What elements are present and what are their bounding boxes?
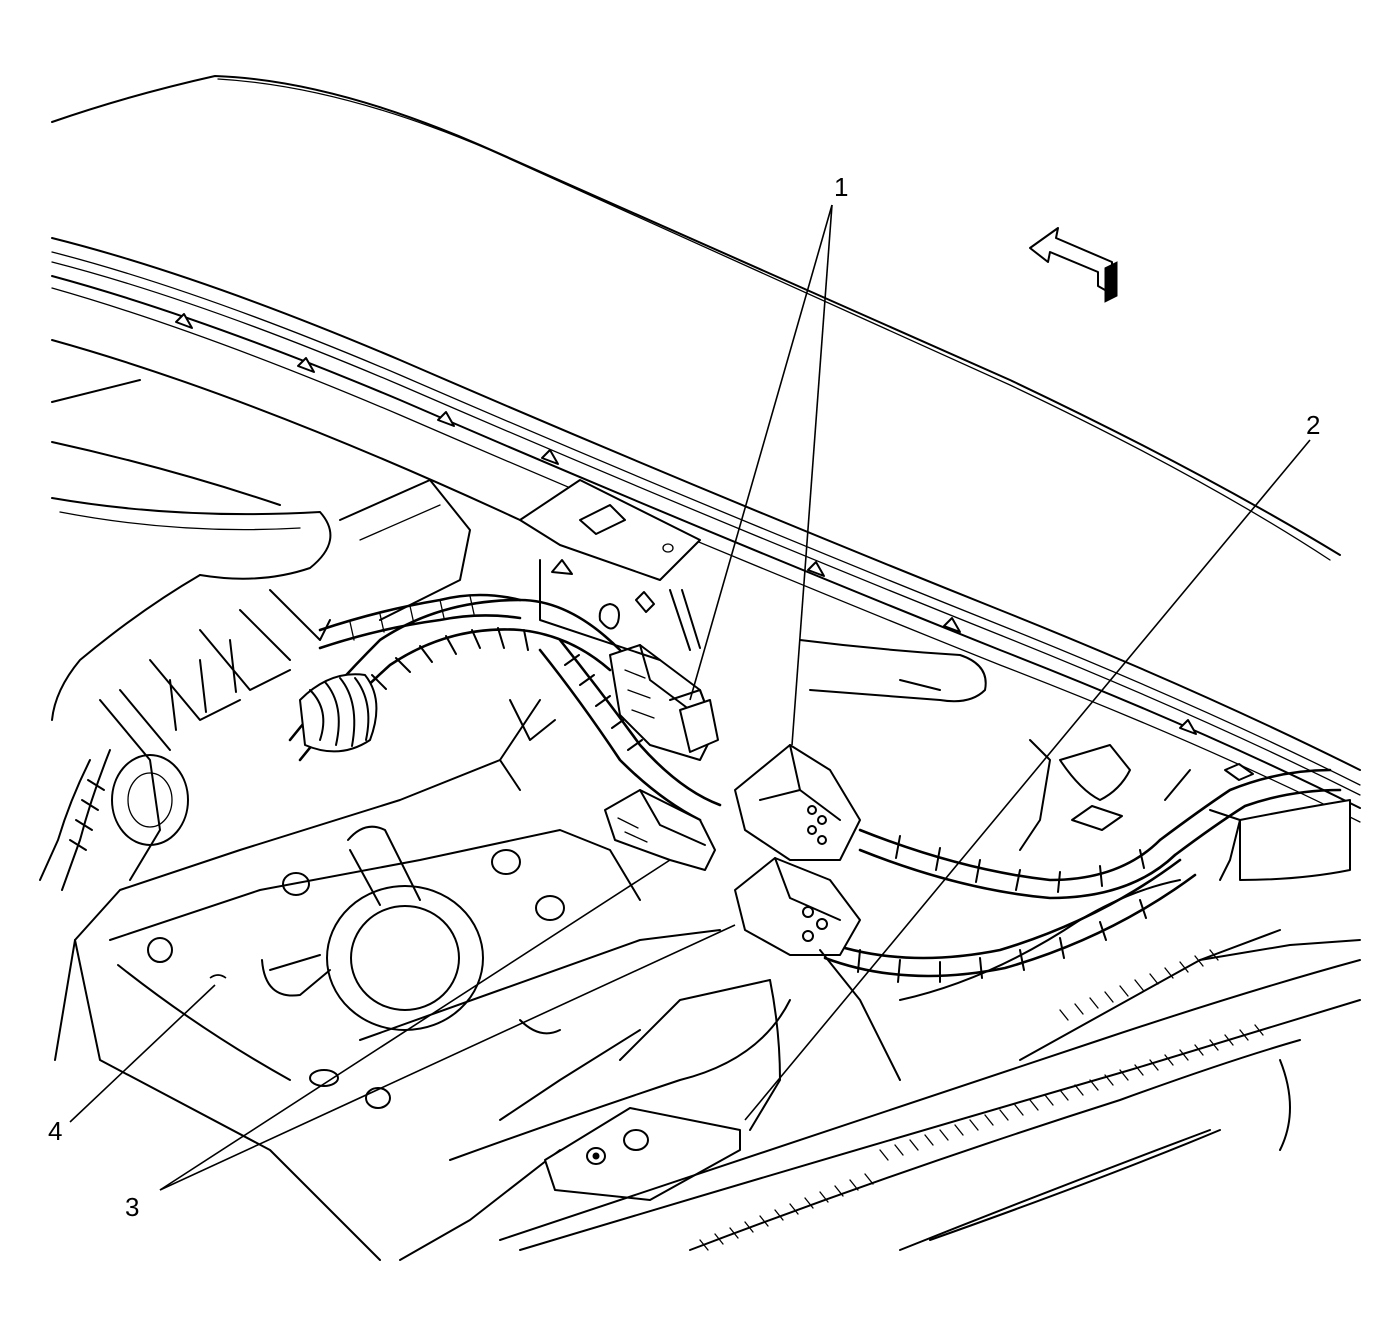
cowl-rail <box>51 237 1361 823</box>
forward-direction-arrow-icon <box>1029 227 1118 303</box>
leader-4-tick <box>209 974 227 979</box>
connector-center-lower <box>734 857 861 956</box>
leader-lines <box>69 204 1311 1191</box>
leader-3b <box>159 924 736 1191</box>
callout-1: 1 <box>834 172 848 202</box>
leader-1a <box>689 204 833 701</box>
right-mount-bracket <box>799 639 1351 881</box>
callout-4: 4 <box>48 1116 62 1146</box>
bulkhead-floor-panel <box>54 699 1281 1261</box>
leader-3a <box>159 859 671 1191</box>
callout-3: 3 <box>125 1192 139 1222</box>
callout-labels: 1 2 3 4 <box>48 172 1320 1222</box>
left-trim-panel <box>51 379 471 721</box>
center-bracket <box>519 479 701 661</box>
connector-upper <box>609 644 719 761</box>
callout-2: 2 <box>1306 410 1320 440</box>
leader-1b <box>791 204 833 746</box>
left-harness-brackets <box>39 589 331 891</box>
cowl-top-panel <box>51 75 1341 561</box>
main-wiring-harness <box>288 593 1342 983</box>
leader-2 <box>744 439 1311 1121</box>
connector-center-upper <box>734 744 861 861</box>
lower-right-grille <box>499 939 1361 1251</box>
connector-lower-left <box>604 789 716 871</box>
leader-4 <box>69 984 216 1123</box>
